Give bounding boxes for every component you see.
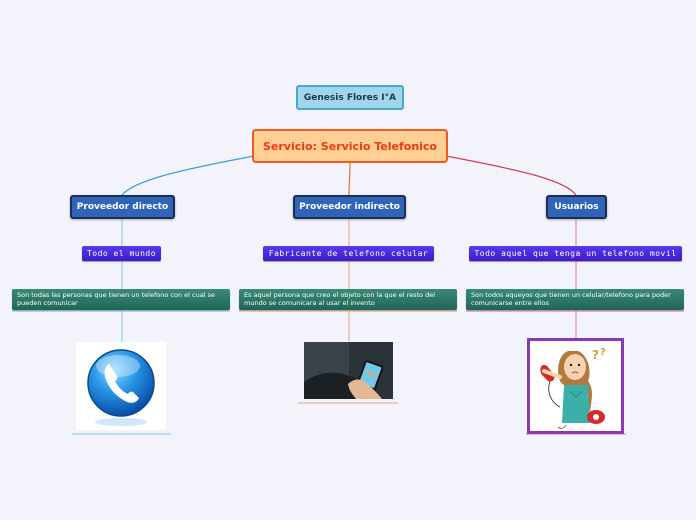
central-topic-label: Servicio: Servicio Telefonico [262,139,437,153]
link-central-right [445,155,577,196]
branch-proveedor-indirecto[interactable]: Proveedor indirecto [293,195,406,219]
description-usuarios[interactable]: Son todos aqueyos que tienen un celular/… [466,289,684,310]
branch-label: Proveedor indirecto [299,202,400,212]
tag-label: Todo aquel que tenga un telefono movil [474,249,677,258]
branch-proveedor-directo[interactable]: Proveedor directo [70,195,175,219]
description-text: Son todos aqueyos que tienen un celular/… [471,291,671,307]
author-node[interactable]: Genesis Flores I°A [296,85,404,110]
tag-label: Todo el mundo [86,249,157,258]
woman-on-phone-graphic: ? ? [530,341,621,431]
description-text: Es aquel persona que creo el objeto con … [244,291,436,307]
description-proveedor-indirecto[interactable]: Es aquel persona que creo el objeto con … [239,289,457,310]
svg-text:?: ? [592,348,599,362]
svg-text:?: ? [600,347,606,358]
branch-label: Proveedor directo [76,202,169,212]
author-label: Genesis Flores I°A [303,92,397,103]
description-text: Son todas las personas que tienen un tel… [17,291,215,307]
woman-on-phone-cartoon[interactable]: ? ? [527,338,624,434]
branch-label: Usuarios [554,202,599,212]
phone-handset-icon[interactable] [76,342,166,430]
hand-holding-smartphone-graphic [304,342,393,399]
description-proveedor-directo[interactable]: Son todas las personas que tienen un tel… [12,289,230,310]
central-topic[interactable]: Servicio: Servicio Telefonico [252,129,448,163]
link-central-middle [348,162,351,196]
tag-todo-aquel[interactable]: Todo aquel que tenga un telefono movil [469,246,682,261]
tag-fabricante[interactable]: Fabricante de telefono celular [263,246,434,261]
phone-handset-icon-graphic [87,349,155,426]
hand-holding-smartphone-photo[interactable] [304,342,393,399]
branch-usuarios[interactable]: Usuarios [546,195,607,219]
tag-todo-el-mundo[interactable]: Todo el mundo [82,246,161,261]
link-central-left [121,155,255,196]
tag-label: Fabricante de telefono celular [268,249,429,258]
